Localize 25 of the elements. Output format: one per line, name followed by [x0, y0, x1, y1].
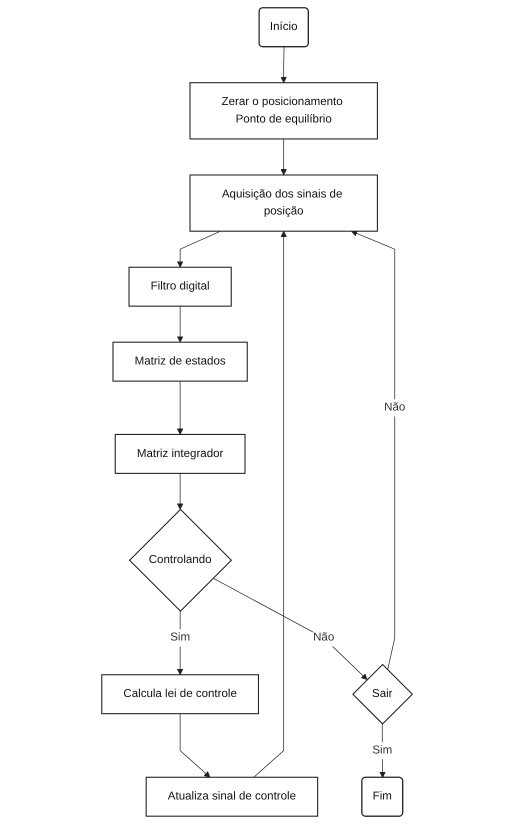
edge-label: Não	[384, 401, 406, 414]
node-box: Zerar o posicionamento Ponto de equilíbrio	[189, 82, 378, 140]
arrow	[176, 306, 184, 342]
arrow	[212, 578, 368, 680]
edge-label: Sim	[170, 631, 190, 644]
arrow	[351, 230, 396, 670]
node-box: Calcula lei de controle	[101, 674, 259, 714]
arrow	[379, 724, 386, 778]
node-box: Matriz de estados	[112, 342, 248, 382]
arrow	[176, 230, 221, 268]
node-box: Aquisição dos sinais de posição	[189, 174, 378, 232]
arrow	[280, 138, 287, 176]
node-box: Filtro digital	[128, 266, 232, 307]
edge-label: Não	[313, 631, 334, 644]
node-diamond: Sair	[352, 664, 414, 725]
arrow	[176, 610, 184, 676]
arrow	[280, 46, 287, 84]
node-box: Atualiza sinal de controle	[146, 776, 318, 817]
edge-label: Sim	[372, 744, 392, 756]
arrow	[176, 473, 184, 510]
arrow	[253, 230, 287, 778]
node-box: Matriz integrador	[114, 434, 246, 474]
arrow	[180, 713, 210, 778]
node-diamond: Controlando	[128, 508, 232, 612]
arrow	[176, 380, 184, 435]
